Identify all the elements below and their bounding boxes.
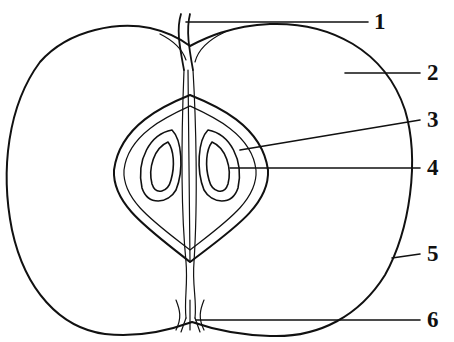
leader-line: [392, 254, 420, 258]
callout-label: 4: [427, 156, 439, 179]
seed-chamber: [199, 130, 239, 201]
core-outline: [114, 95, 268, 262]
seed: [151, 142, 174, 191]
callout-number: 6: [427, 307, 439, 332]
callout-number: 5: [427, 241, 439, 266]
leader-line: [186, 21, 368, 23]
callout-number: 3: [427, 107, 439, 132]
leader-line: [196, 319, 420, 321]
callout-number: 2: [427, 60, 439, 85]
leader-line: [240, 120, 420, 150]
stem-cavity: [160, 32, 225, 62]
callout-number: 4: [427, 155, 439, 180]
core-strands: [182, 70, 196, 318]
calyx: [176, 300, 204, 332]
callout-label: 5: [427, 242, 439, 265]
callout-number: 1: [374, 9, 386, 34]
seed: [207, 142, 230, 191]
callout-label: 6: [427, 308, 439, 331]
callout-label: 2: [427, 61, 439, 84]
apple-outline: [7, 24, 412, 336]
callout-label: 3: [427, 108, 439, 131]
leader-line: [230, 167, 420, 169]
leader-line: [345, 72, 420, 74]
seed-chamber: [141, 130, 181, 201]
callout-label: 1: [374, 10, 386, 33]
